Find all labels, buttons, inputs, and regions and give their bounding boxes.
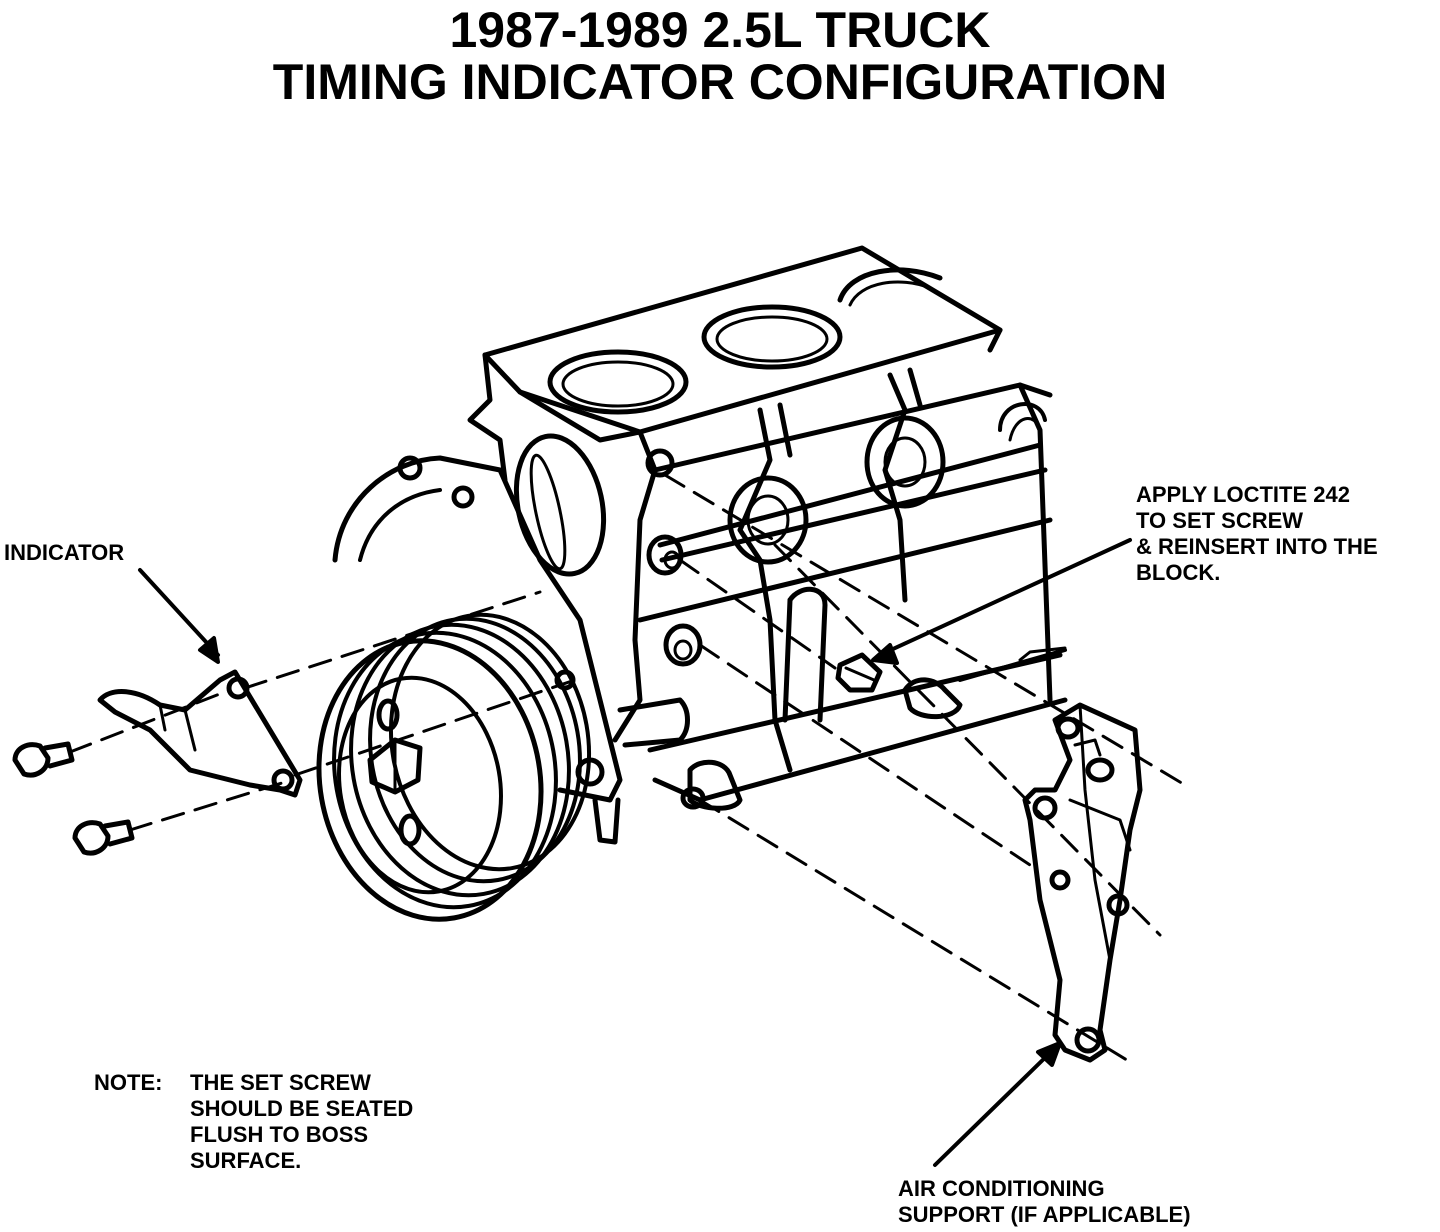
ac-support-label: AIR CONDITIONING SUPPORT (IF APPLICABLE): [898, 1176, 1191, 1228]
set-screw-note: THE SET SCREW SHOULD BE SEATED FLUSH TO …: [190, 1070, 413, 1174]
alignment-lines: [68, 473, 1187, 1067]
ac-support-line-1: AIR CONDITIONING: [898, 1176, 1105, 1201]
loctite-line-3: & REINSERT INTO THE: [1136, 534, 1378, 559]
loctite-note: APPLY LOCTITE 242 TO SET SCREW & REINSER…: [1136, 482, 1378, 586]
indicator-bolts: [12, 741, 135, 856]
note-line-4: SURFACE.: [190, 1148, 302, 1173]
note-heading: NOTE:: [94, 1070, 163, 1095]
engine-block: [467, 245, 1068, 811]
ac-support-line-2: SUPPORT (IF APPLICABLE): [898, 1202, 1191, 1227]
block-boss-left: [727, 475, 809, 565]
note-line-3: FLUSH TO BOSS: [190, 1122, 369, 1147]
cylinder-bore-2: [701, 304, 843, 370]
block-boss-right: [864, 415, 946, 509]
indicator-label: INDICATOR: [4, 540, 125, 565]
cylinder-bore-3: [837, 267, 943, 303]
timing-indicator-bracket: [97, 669, 303, 798]
loctite-line-1: APPLY LOCTITE 242: [1136, 482, 1350, 507]
loctite-line-4: BLOCK.: [1136, 560, 1221, 585]
cylinder-bore-1: [547, 349, 689, 415]
loctite-line-2: TO SET SCREW: [1136, 508, 1304, 533]
ac-support-bracket: [1022, 702, 1143, 1063]
crankshaft-pulley: [316, 612, 592, 922]
diagram-title-line1: 1987-1989 2.5L TRUCK: [449, 2, 991, 58]
indicator-arrow: [138, 568, 220, 664]
ac-support-arrow: [933, 1041, 1062, 1167]
diagram-title-line2: TIMING INDICATOR CONFIGURATION: [272, 54, 1168, 110]
note-line-1: THE SET SCREW: [190, 1070, 371, 1095]
loctite-arrow: [871, 538, 1132, 665]
note-line-2: SHOULD BE SEATED: [190, 1096, 414, 1121]
set-screw: [835, 652, 883, 693]
